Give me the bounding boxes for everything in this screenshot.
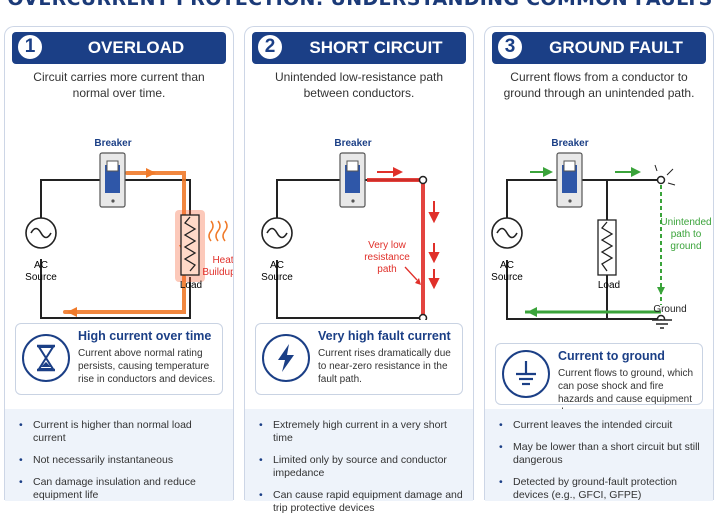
info-box: High current over time Current above nor… — [15, 323, 223, 395]
panel-header: 1 OVERLOAD — [12, 32, 226, 64]
arrow-icon — [67, 307, 77, 317]
list-item: May be lower than a short circuit but st… — [499, 441, 707, 467]
arrow-icon — [415, 278, 421, 285]
load-label: Load — [598, 280, 620, 291]
panel-ground-fault: 3 GROUND FAULT Current flows from a cond… — [484, 26, 714, 501]
load-label: Load — [180, 280, 202, 291]
ac-label: AC — [34, 260, 48, 271]
load-resistor-icon — [180, 214, 200, 276]
hourglass-icon — [22, 334, 70, 382]
breaker-icon — [339, 152, 366, 208]
breaker-label: Breaker — [551, 138, 588, 149]
panel-short-circuit: 2 SHORT CIRCUIT Unintended low-resistanc… — [244, 26, 474, 514]
source-label: Source — [491, 272, 523, 283]
path-to-label: path to — [671, 229, 702, 240]
lightning-icon — [262, 334, 310, 382]
ac-label: AC — [500, 260, 514, 271]
spark-icon — [654, 164, 676, 186]
arrow-icon — [543, 167, 553, 177]
bullet-list: Extremely high current in a very short t… — [245, 409, 473, 514]
heat-label: Heat — [212, 255, 233, 266]
panel-title: GROUND FAULT — [549, 38, 683, 57]
ac-source-icon — [261, 217, 293, 249]
panel-description: Unintended low-resistance path between c… — [274, 70, 444, 100]
breaker-icon — [99, 152, 126, 208]
ground-icon — [502, 350, 550, 398]
list-item: Current is higher than normal load curre… — [19, 419, 227, 445]
info-text: Current rises dramatically due to near-z… — [318, 348, 451, 385]
ground-fault-diagram: AC Source Breaker Load Unintended path t… — [491, 138, 712, 320]
short-circuit-diagram: AC Source Breaker Very low resistance pa… — [261, 138, 440, 320]
panel-header: 3 GROUND FAULT — [492, 32, 706, 64]
panel-number: 2 — [256, 33, 284, 61]
arrow-icon — [146, 168, 156, 178]
panel-description: Circuit carries more current than normal… — [33, 70, 205, 100]
panel-number: 3 — [496, 33, 524, 61]
unintended-label: Unintended — [660, 217, 711, 228]
info-title: High current over time — [78, 329, 212, 343]
ground-label: Ground — [653, 304, 687, 315]
list-item: Limited only by source and conductor imp… — [259, 454, 467, 480]
list-item: Not necessarily instantaneous — [19, 454, 227, 467]
panel-title: OVERLOAD — [87, 38, 185, 57]
resistance-label: resistance — [364, 252, 410, 263]
list-item: Current leaves the intended circuit — [499, 419, 707, 432]
info-title: Current to ground — [558, 349, 665, 363]
ac-source-icon — [491, 217, 523, 249]
panel-number: 1 — [16, 33, 44, 61]
source-label: Source — [25, 272, 57, 283]
panel-description: Current flows from a conductor to ground… — [503, 70, 695, 100]
page-title: OVERCURRENT PROTECTION: UNDERSTANDING CO… — [0, 0, 720, 10]
panel-overload: 1 OVERLOAD Circuit carries more current … — [4, 26, 234, 501]
bullet-list: Current is higher than normal load curre… — [5, 409, 233, 501]
load-resistor-icon — [597, 219, 617, 276]
heat-waves-icon — [208, 220, 228, 242]
ac-label: AC — [270, 260, 284, 271]
breaker-label: Breaker — [94, 138, 131, 149]
arrow-icon — [657, 287, 665, 295]
ground-word-label: ground — [670, 241, 701, 252]
list-item: Can cause rapid equipment damage and tri… — [259, 489, 467, 515]
source-label: Source — [261, 272, 293, 283]
breaker-label: Breaker — [334, 138, 371, 149]
list-item: Detected by ground-fault protection devi… — [499, 476, 707, 502]
arrow-icon — [428, 201, 440, 290]
overload-circuit-diagram: AC Source Breaker Load Heat Buildup — [25, 138, 233, 319]
breaker-icon — [556, 152, 583, 208]
arrow-icon — [631, 167, 641, 177]
buildup-label: Buildup — [202, 267, 233, 278]
info-title: Very high fault current — [318, 329, 451, 343]
earth-ground-icon — [652, 319, 672, 329]
list-item: Can damage insulation and reduce equipme… — [19, 476, 227, 502]
ac-source-icon — [25, 217, 57, 249]
arrow-icon — [393, 167, 403, 177]
info-text: Current above normal rating persists, ca… — [78, 348, 216, 385]
info-box: Very high fault current Current rises dr… — [255, 323, 463, 395]
very-low-label: Very low — [368, 240, 407, 251]
panel-header: 2 SHORT CIRCUIT — [252, 32, 466, 64]
arrow-icon — [527, 307, 537, 317]
list-item: Extremely high current in a very short t… — [259, 419, 467, 445]
path-label: path — [377, 264, 396, 275]
info-box: Current to ground Current flows to groun… — [495, 343, 703, 418]
panel-title: SHORT CIRCUIT — [309, 38, 443, 57]
bullet-list: Current leaves the intended circuit May … — [485, 409, 713, 501]
